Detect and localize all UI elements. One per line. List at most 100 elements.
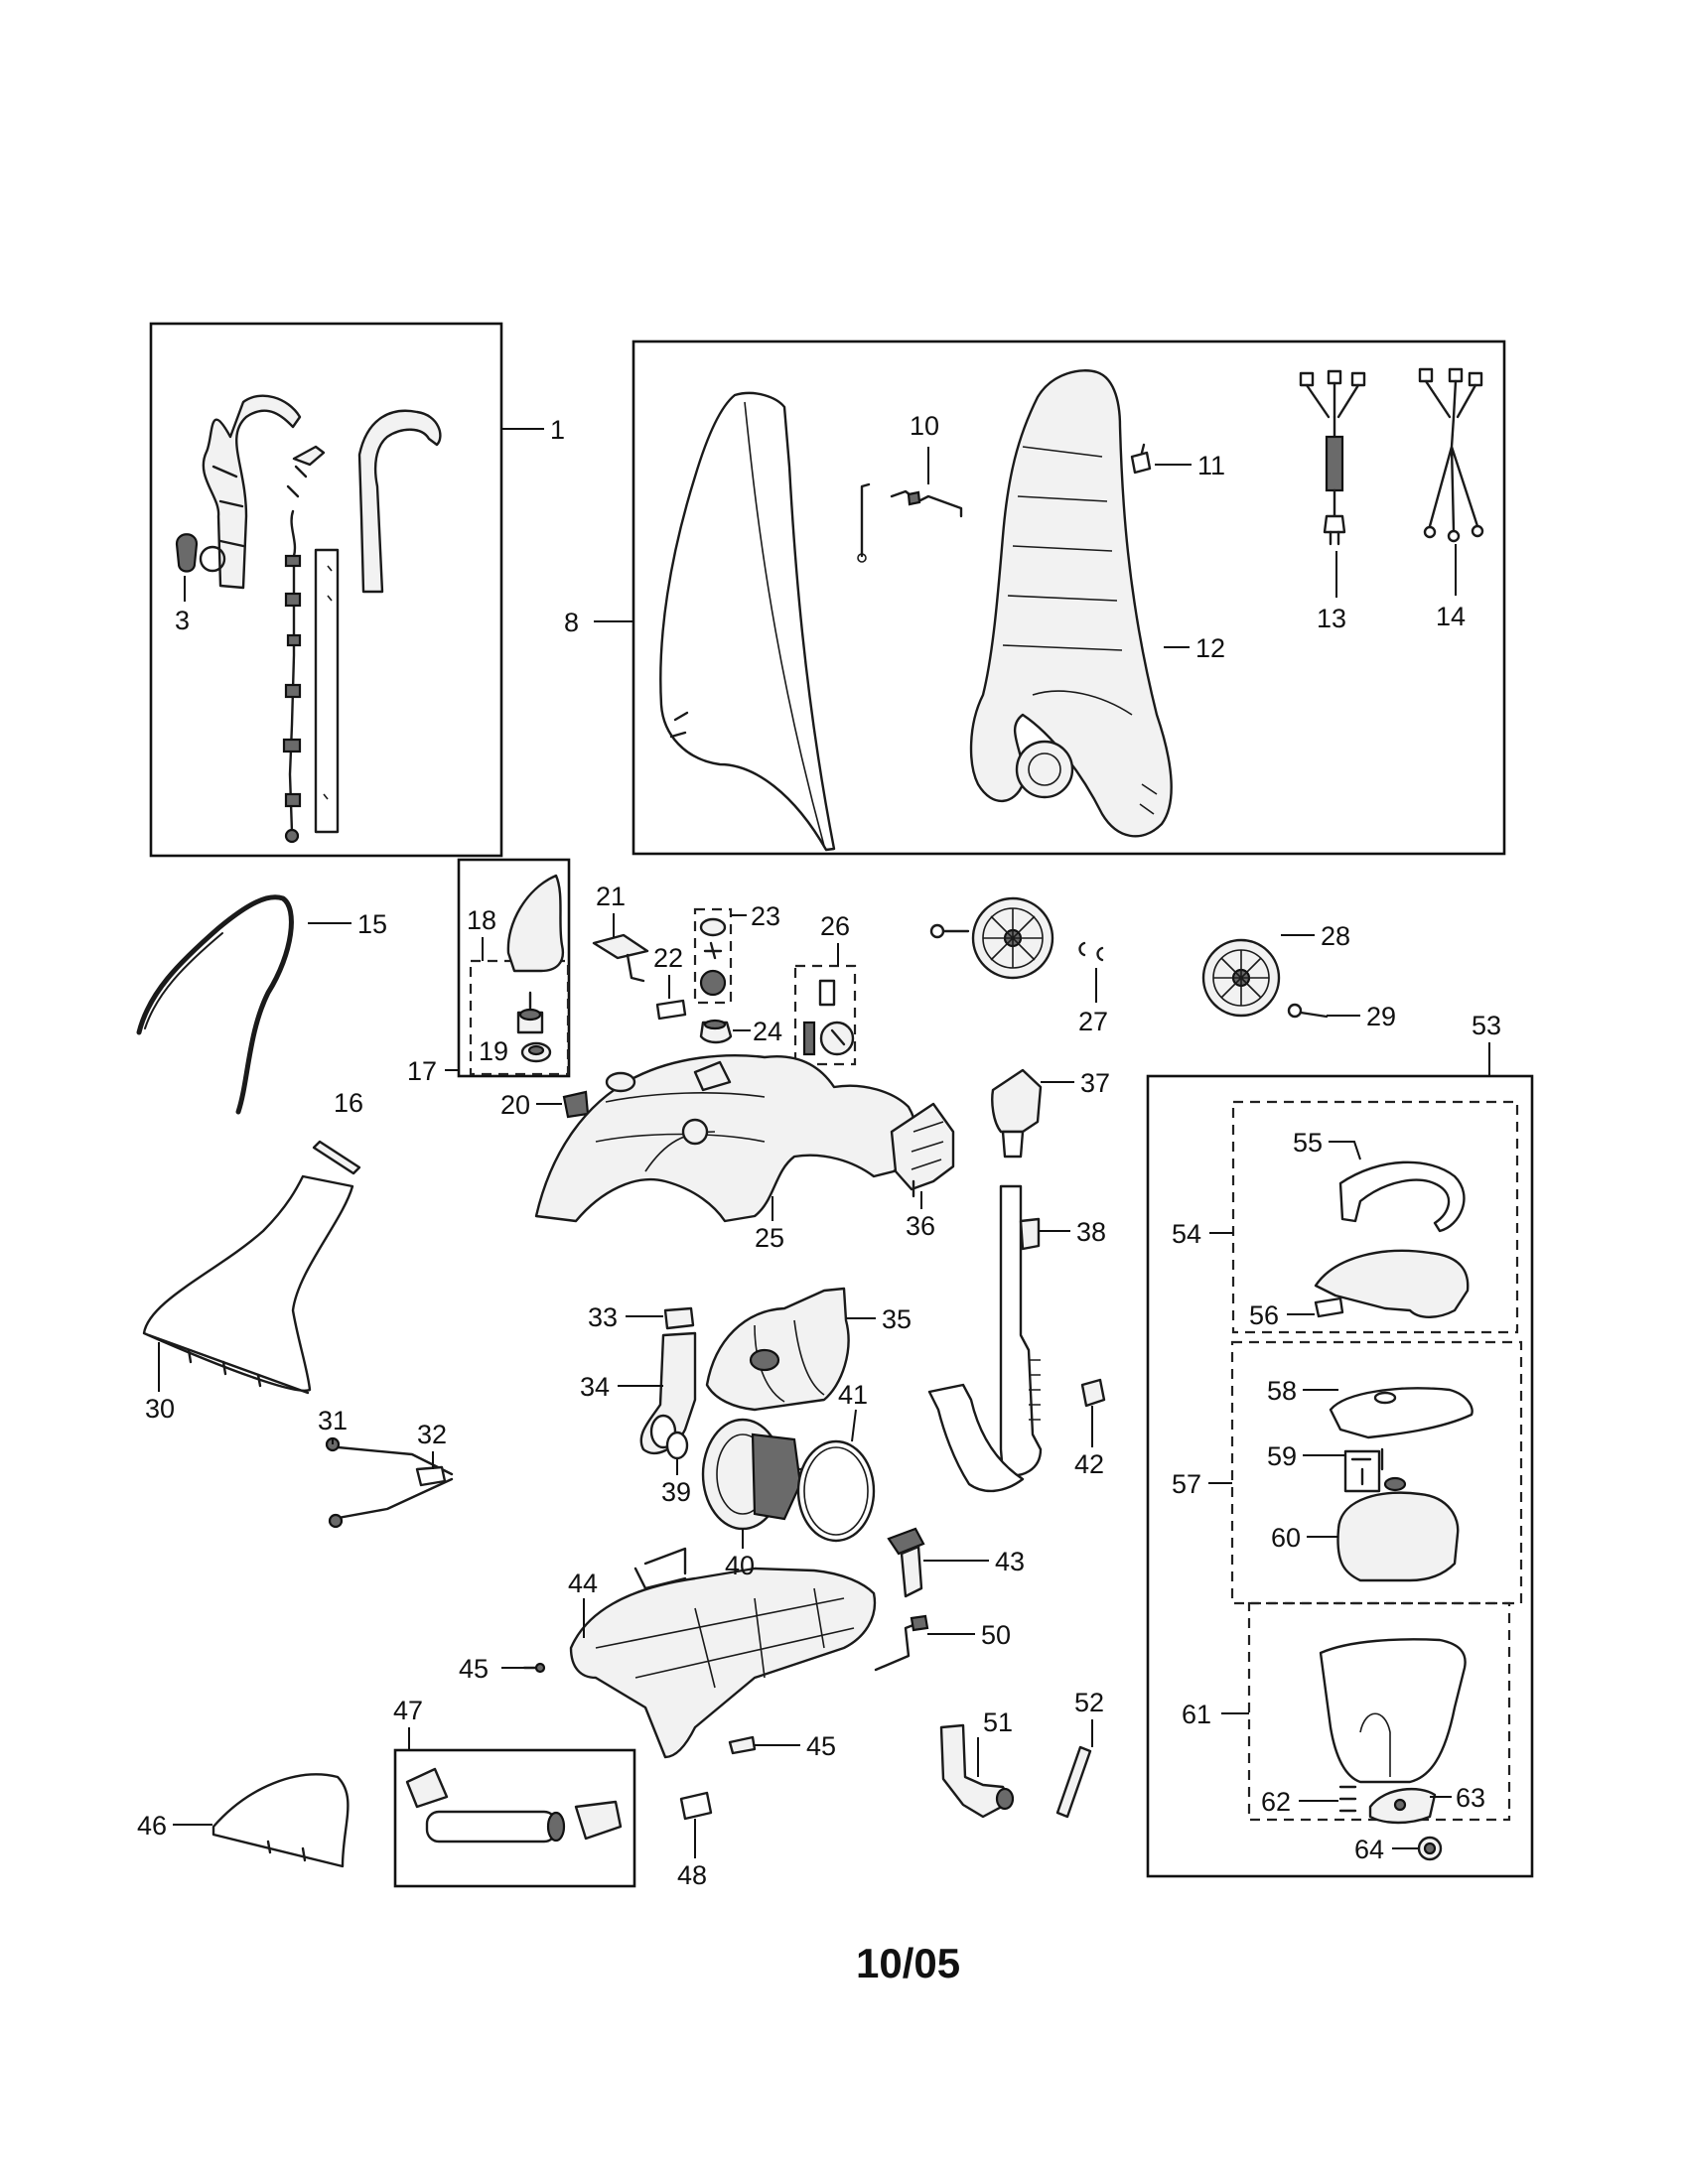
screw-b: [728, 1735, 757, 1755]
rear-housing: [969, 369, 1173, 838]
front-wheel: [929, 896, 1054, 980]
internal-wire-harness: [1418, 367, 1484, 543]
valve-assembly: [802, 979, 855, 1056]
callout-22: 22: [653, 943, 683, 973]
callout-58: 58: [1267, 1376, 1297, 1406]
tank-lid-subassembly-box: [1231, 1100, 1519, 1334]
callout-42: 42: [1074, 1449, 1104, 1479]
callout-19: 19: [479, 1036, 508, 1066]
callout-53: 53: [1472, 1011, 1501, 1040]
brush-roll-assembly-box: [393, 1748, 636, 1888]
tank-gasket: [655, 999, 687, 1021]
callout-13: 13: [1317, 604, 1346, 633]
callout-44: 44: [568, 1569, 598, 1598]
leader-55: [1329, 1141, 1361, 1160]
brush-roll: [405, 1767, 623, 1843]
release-latch: [286, 445, 326, 498]
axle: [1287, 1003, 1329, 1019]
callout-61: 61: [1182, 1700, 1211, 1729]
callout-28: 28: [1321, 921, 1350, 951]
cap-assembly: [699, 917, 727, 997]
wheel-clip: [1078, 941, 1104, 962]
callout-12: 12: [1195, 633, 1225, 663]
callout-48: 48: [677, 1860, 707, 1890]
callout-26: 26: [820, 911, 850, 941]
tank-base-plate: [1368, 1788, 1437, 1825]
callout-56: 56: [1249, 1300, 1279, 1330]
callout-52: 52: [1074, 1688, 1104, 1717]
cover-seal: [1314, 1297, 1344, 1318]
callout-27: 27: [1078, 1007, 1108, 1036]
handle-grip-right: [357, 409, 442, 594]
callout-46: 46: [137, 1811, 167, 1841]
air-duct: [639, 1331, 697, 1455]
callout-63: 63: [1456, 1783, 1485, 1813]
callout-35: 35: [882, 1304, 912, 1334]
tank-base-subassembly-box: [1247, 1601, 1511, 1822]
callout-43: 43: [995, 1547, 1025, 1576]
handle-tube: [314, 548, 340, 834]
callout-40: 40: [725, 1551, 755, 1580]
belt: [679, 1791, 713, 1821]
callout-60: 60: [1271, 1523, 1301, 1553]
trigger-subassembly-box: [469, 959, 570, 1076]
callout-31: 31: [318, 1406, 348, 1435]
valve-subassembly-box: [793, 964, 857, 1066]
filter-screen: [890, 1102, 955, 1198]
tank-nut: [1417, 1836, 1443, 1861]
trigger-seal: [520, 1041, 552, 1063]
callout-37: 37: [1080, 1068, 1110, 1098]
tank-screws: [1338, 1785, 1357, 1813]
callout-57: 57: [1172, 1469, 1201, 1499]
callout-1: 1: [550, 415, 565, 445]
handle-grip-left: [202, 394, 302, 590]
callout-62: 62: [1261, 1787, 1291, 1817]
callout-24: 24: [753, 1017, 782, 1046]
spring-wire: [857, 482, 963, 563]
callout-47: 47: [393, 1696, 423, 1725]
duct-gasket: [665, 1431, 689, 1460]
callout-64: 64: [1354, 1835, 1384, 1864]
pump-housing: [705, 1287, 850, 1412]
tank-assembly-box: [1146, 1074, 1534, 1878]
handle-screw: [175, 533, 226, 573]
callout-17: 17: [407, 1056, 437, 1086]
callout-25: 25: [755, 1223, 784, 1253]
brush-strip: [312, 1140, 361, 1175]
hose: [136, 894, 294, 1115]
tube-clip: [1055, 1745, 1092, 1819]
callout-10: 10: [910, 411, 939, 441]
upper-housing-assembly-box: [632, 340, 1506, 856]
callout-16: 16: [334, 1088, 363, 1118]
callout-50: 50: [981, 1620, 1011, 1650]
tank-cover: [1314, 1249, 1470, 1318]
handle-assembly-box: [149, 322, 503, 858]
actuator-rod: [592, 933, 649, 983]
recovery-tank: [1319, 1638, 1467, 1784]
float-assembly: [1343, 1447, 1384, 1493]
revision-date: 10/05: [856, 1940, 960, 1986]
brush-cover: [211, 1773, 350, 1868]
screw-a: [522, 1662, 546, 1674]
valve-cap: [699, 1019, 733, 1044]
callout-29: 29: [1366, 1002, 1396, 1031]
hose-clip: [1080, 1378, 1106, 1408]
callout-8: 8: [564, 608, 579, 637]
latch-spring: [874, 1614, 929, 1672]
callout-59: 59: [1267, 1441, 1297, 1471]
callout-20: 20: [500, 1090, 530, 1120]
callout-18: 18: [467, 905, 496, 935]
callout-51: 51: [983, 1707, 1013, 1737]
nozzle-plate: [142, 1174, 354, 1395]
callout-32: 32: [417, 1420, 447, 1449]
callout-34: 34: [580, 1372, 610, 1402]
hose-connector: [927, 1383, 1025, 1493]
power-cord-harness: [1299, 369, 1366, 546]
trigger-valve: [516, 991, 544, 1034]
motor: [701, 1418, 826, 1531]
callout-36: 36: [906, 1211, 935, 1241]
solution-tank: [1336, 1476, 1460, 1582]
tank-lid: [1329, 1387, 1474, 1439]
motor-gasket: [796, 1439, 876, 1543]
